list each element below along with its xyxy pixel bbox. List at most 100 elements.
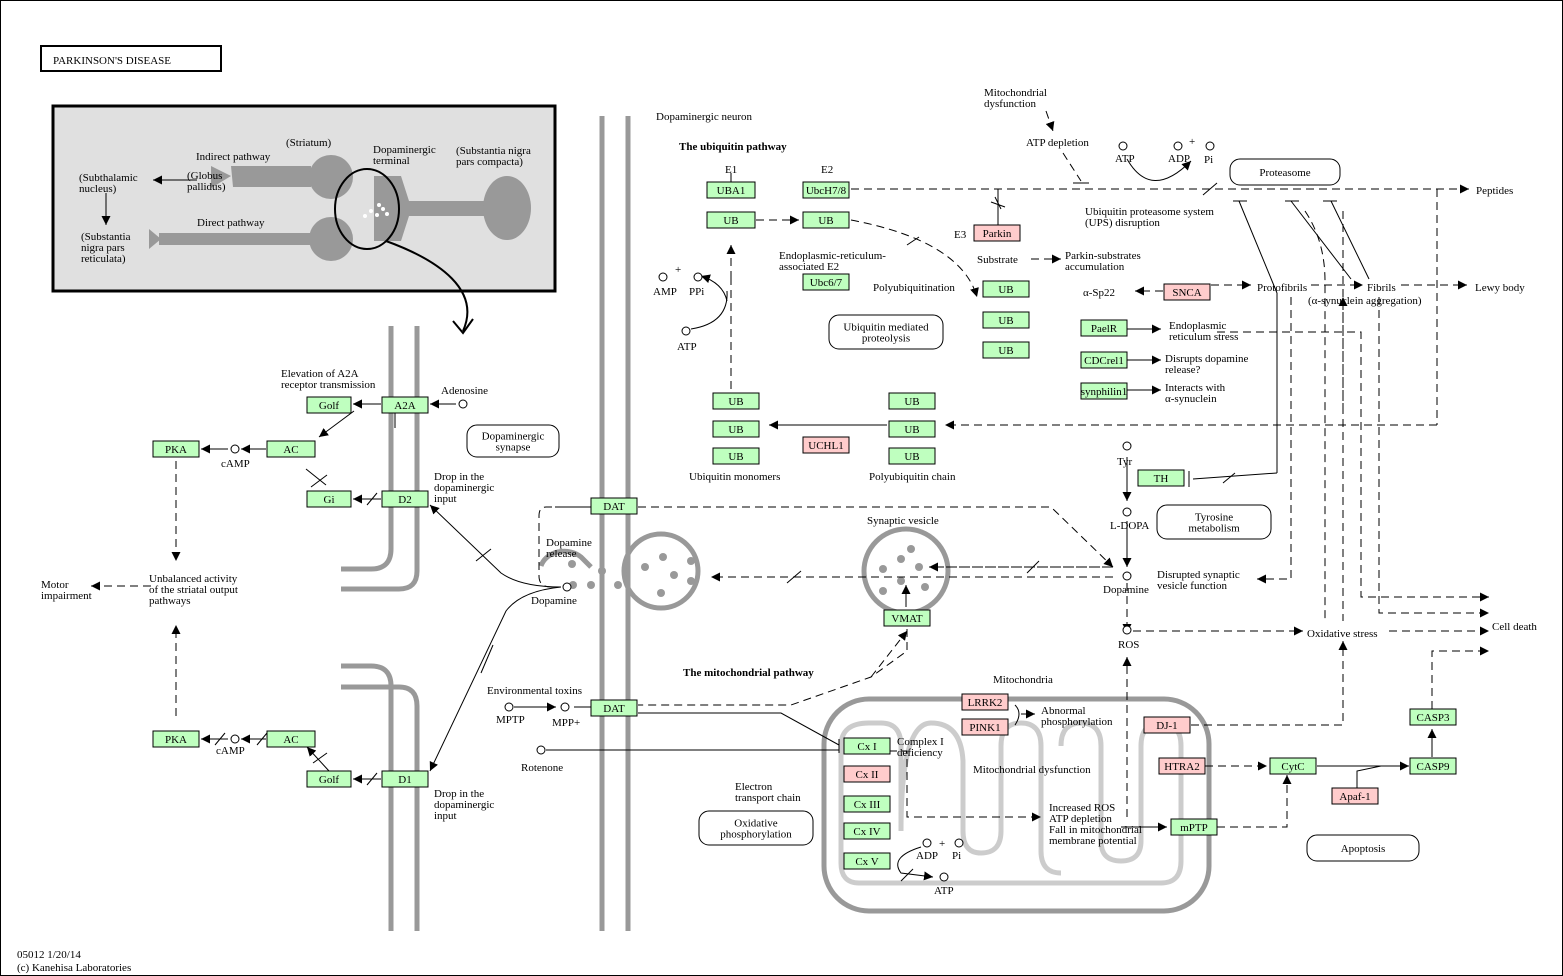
compound-ldopa[interactable] <box>1122 507 1132 517</box>
compound-adenosine[interactable] <box>458 399 468 409</box>
footer-copyright: (c) Kanehisa Laboratories <box>17 962 131 974</box>
gene-htra2[interactable]: HTRA2 <box>1158 757 1206 775</box>
gene-golf2[interactable]: Golf <box>306 770 352 788</box>
inset-label-direct: Direct pathway <box>197 217 265 229</box>
compound-adp2[interactable] <box>1173 141 1183 151</box>
gene-cx2[interactable]: Cx II <box>843 765 891 783</box>
gene-ub2[interactable]: UB <box>802 211 850 229</box>
label-adp3: ADP <box>916 850 938 862</box>
compound-pi2[interactable] <box>1205 141 1215 151</box>
label-etc: Electron <box>735 781 773 793</box>
gene-ubp3[interactable]: UB <box>888 447 936 465</box>
gene-dat1[interactable]: DAT <box>590 497 638 515</box>
gene-ac2[interactable]: AC <box>266 730 316 748</box>
gene-cx5[interactable]: Cx V <box>843 852 891 870</box>
gene-parkin[interactable]: Parkin <box>973 224 1021 242</box>
gene-cytc[interactable]: CytC <box>1269 757 1317 775</box>
compound-adp3[interactable] <box>922 838 932 848</box>
label-mitopath: The mitochondrial pathway <box>683 667 814 679</box>
label-parkinsub: accumulation <box>1065 261 1125 273</box>
gene-ubm2[interactable]: UB <box>712 420 760 438</box>
compound-pi3[interactable] <box>954 838 964 848</box>
label-pi2: Pi <box>1204 154 1213 166</box>
compound-mppplus[interactable] <box>560 702 570 712</box>
label-incros: membrane potential <box>1049 835 1137 847</box>
gene-label: AC <box>283 734 298 746</box>
gene-d2[interactable]: D2 <box>381 490 429 508</box>
compound-camp1[interactable] <box>230 444 240 454</box>
compound-amp[interactable] <box>658 272 668 282</box>
gene-pka1[interactable]: PKA <box>152 440 200 458</box>
gene-lrrk2[interactable]: LRRK2 <box>961 693 1009 711</box>
compound-ros[interactable] <box>1122 625 1132 635</box>
gene-pink1[interactable]: PINK1 <box>961 718 1009 736</box>
label-protofib: Protofibrils <box>1257 282 1307 294</box>
gene-pael[interactable]: PaelR <box>1080 319 1128 337</box>
gene-ubs3[interactable]: UB <box>982 341 1030 359</box>
map-link-apoptosis[interactable]: Apoptosis <box>1306 834 1420 862</box>
gene-casp9[interactable]: CASP9 <box>1409 757 1457 775</box>
gene-d1[interactable]: D1 <box>381 770 429 788</box>
gene-ubp1[interactable]: UB <box>888 392 936 410</box>
label-atp3: ATP <box>934 885 954 897</box>
label-adenosine: Adenosine <box>441 385 488 397</box>
compound-dopamine2[interactable] <box>1122 571 1132 581</box>
map-link-label: synapse <box>496 442 531 454</box>
compound-rotenone[interactable] <box>536 745 546 755</box>
gene-ubm1[interactable]: UB <box>712 392 760 410</box>
gene-label: synphilin1 <box>1081 386 1127 398</box>
compound-dopamine[interactable] <box>562 582 572 592</box>
gene-ubc6[interactable]: Ubc6/7 <box>802 273 850 291</box>
gene-cx4[interactable]: Cx IV <box>843 822 891 840</box>
gene-gi[interactable]: Gi <box>306 490 352 508</box>
gene-golf1[interactable]: Golf <box>306 396 352 414</box>
label-cx1def: Complex I <box>897 736 944 748</box>
gene-cx3[interactable]: Cx III <box>843 795 891 813</box>
label-interacts: Interacts with <box>1165 382 1226 394</box>
gene-synph[interactable]: synphilin1 <box>1080 382 1128 400</box>
label-drop2: Drop in the <box>434 788 484 800</box>
inset-label-stn: (Subthalamic <box>79 172 138 184</box>
gene-cx1[interactable]: Cx I <box>843 737 891 755</box>
compound-atp1[interactable] <box>681 326 691 336</box>
gene-ubs2[interactable]: UB <box>982 311 1030 329</box>
gene-ubp2[interactable]: UB <box>888 420 936 438</box>
compound-tyr[interactable] <box>1122 441 1132 451</box>
gene-dat2[interactable]: DAT <box>590 699 638 717</box>
gene-label: PKA <box>165 734 187 746</box>
map-link-proteasome[interactable]: Proteasome <box>1229 158 1341 186</box>
gene-ubch[interactable]: UbcH7/8 <box>802 181 850 199</box>
gene-vmat[interactable]: VMAT <box>883 609 931 627</box>
gene-label: UB <box>728 424 743 436</box>
compound-ppi[interactable] <box>693 272 703 282</box>
gene-label: Gi <box>324 494 335 506</box>
gene-mptp[interactable]: mPTP <box>1170 818 1218 836</box>
gene-pka2[interactable]: PKA <box>152 730 200 748</box>
gene-ub1[interactable]: UB <box>706 211 756 229</box>
gene-ubm3[interactable]: UB <box>712 447 760 465</box>
compound-camp2[interactable] <box>230 734 240 744</box>
label-fibrils: Fibrils <box>1367 282 1396 294</box>
gene-ac1[interactable]: AC <box>266 440 316 458</box>
gene-label: VMAT <box>891 613 922 625</box>
gene-dj1[interactable]: DJ-1 <box>1143 716 1191 734</box>
gene-label: Cx IV <box>853 826 880 838</box>
gene-snca[interactable]: SNCA <box>1163 283 1211 301</box>
gene-ubs1[interactable]: UB <box>982 280 1030 298</box>
gene-a2a[interactable]: A2A <box>381 396 429 414</box>
compound-atp3[interactable] <box>939 872 949 882</box>
gene-uba1[interactable]: UBA1 <box>706 181 756 199</box>
gene-th[interactable]: TH <box>1137 469 1185 487</box>
compound-atp2[interactable] <box>1118 141 1128 151</box>
gene-apaf1[interactable]: Apaf-1 <box>1331 787 1379 805</box>
gene-uchl1[interactable]: UCHL1 <box>802 436 850 454</box>
gene-casp3[interactable]: CASP3 <box>1409 708 1457 726</box>
gene-label: CASP3 <box>1416 712 1450 724</box>
label-ppi: PPi <box>689 286 704 298</box>
compound-mptp[interactable] <box>504 702 514 712</box>
gene-cdc[interactable]: CDCrel1 <box>1080 351 1128 369</box>
